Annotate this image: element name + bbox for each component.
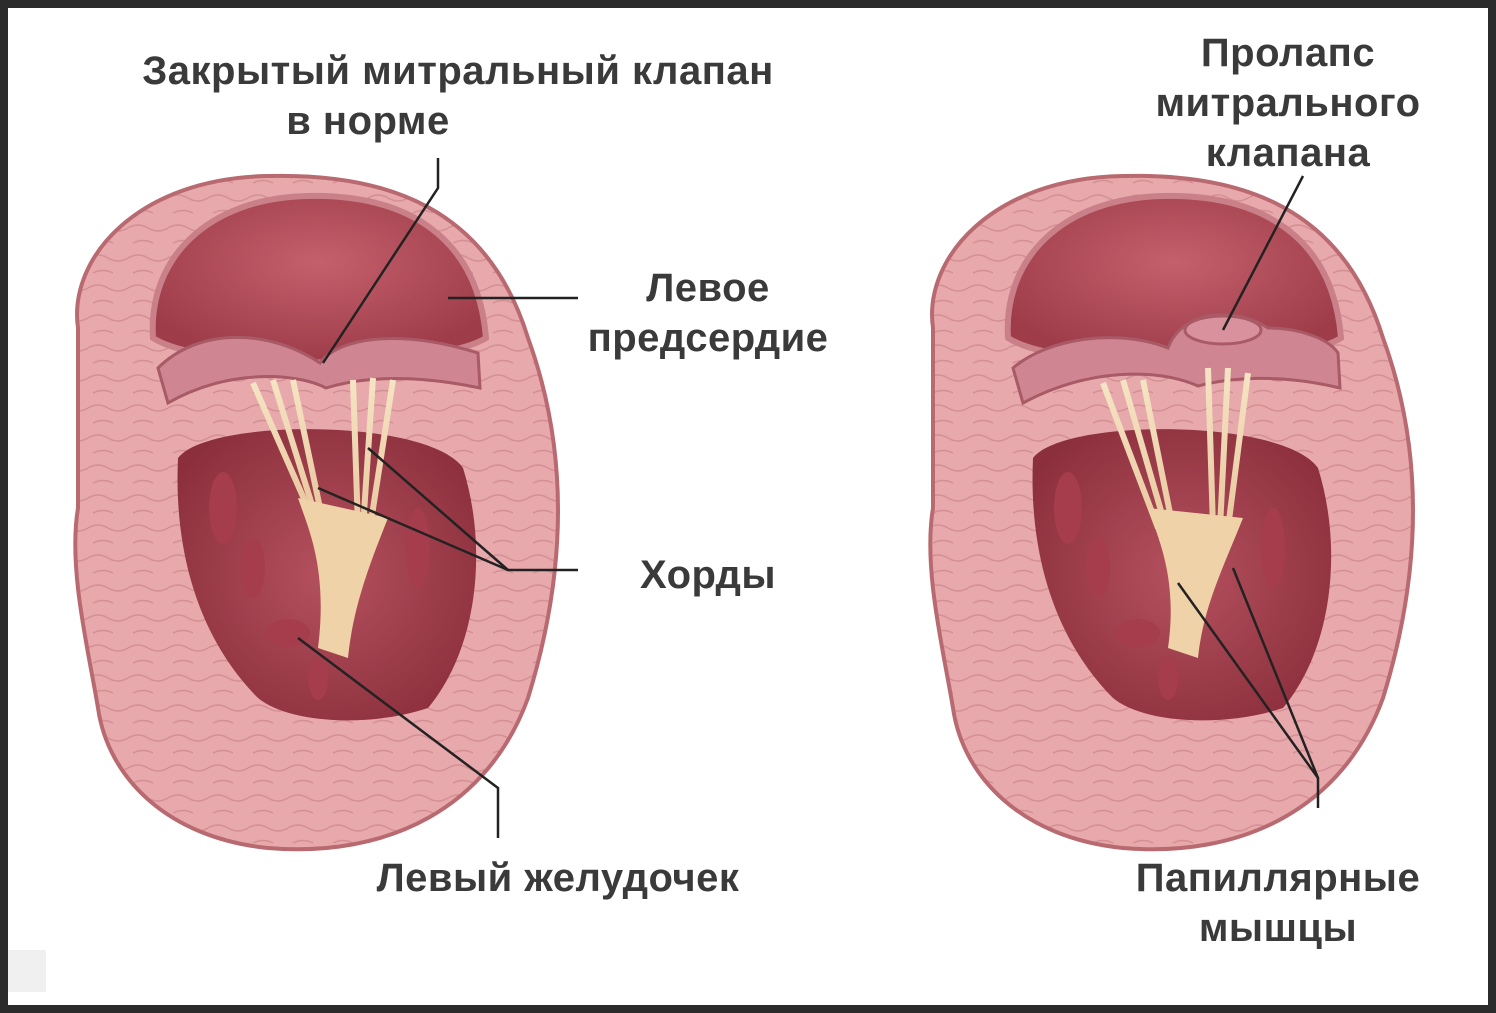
normal-valve-title: Закрытый митральный клапан в норме bbox=[48, 46, 868, 146]
left-atrium-label-line2: предсердие bbox=[543, 313, 873, 363]
prolapse-label-line2: митрального bbox=[1108, 78, 1468, 128]
papillary-muscles-label-line2: мышцы bbox=[1078, 903, 1478, 953]
left-ventricle-label: Левый желудочек bbox=[313, 853, 803, 903]
diagram-frame: Закрытый митральный клапан в норме Левое… bbox=[8, 8, 1488, 1005]
prolapse-label-line1: Пролапс bbox=[1108, 28, 1468, 78]
papillary-muscles-label-line1: Папиллярные bbox=[1078, 853, 1478, 903]
papillary-muscles-label: Папиллярные мышцы bbox=[1078, 853, 1478, 953]
corner-swatch bbox=[8, 950, 46, 992]
left-atrium-label: Левое предсердие bbox=[543, 263, 873, 363]
normal-valve-title-line2: в норме bbox=[8, 96, 868, 146]
prolapse-label: Пролапс митрального клапана bbox=[1108, 28, 1468, 178]
prolapse-label-line3: клапана bbox=[1108, 128, 1468, 178]
normal-valve-title-line1: Закрытый митральный клапан bbox=[48, 46, 868, 96]
right-heart bbox=[930, 176, 1413, 849]
left-atrium-label-line1: Левое bbox=[543, 263, 873, 313]
chords-label: Хорды bbox=[608, 550, 808, 600]
left-heart bbox=[75, 158, 578, 849]
